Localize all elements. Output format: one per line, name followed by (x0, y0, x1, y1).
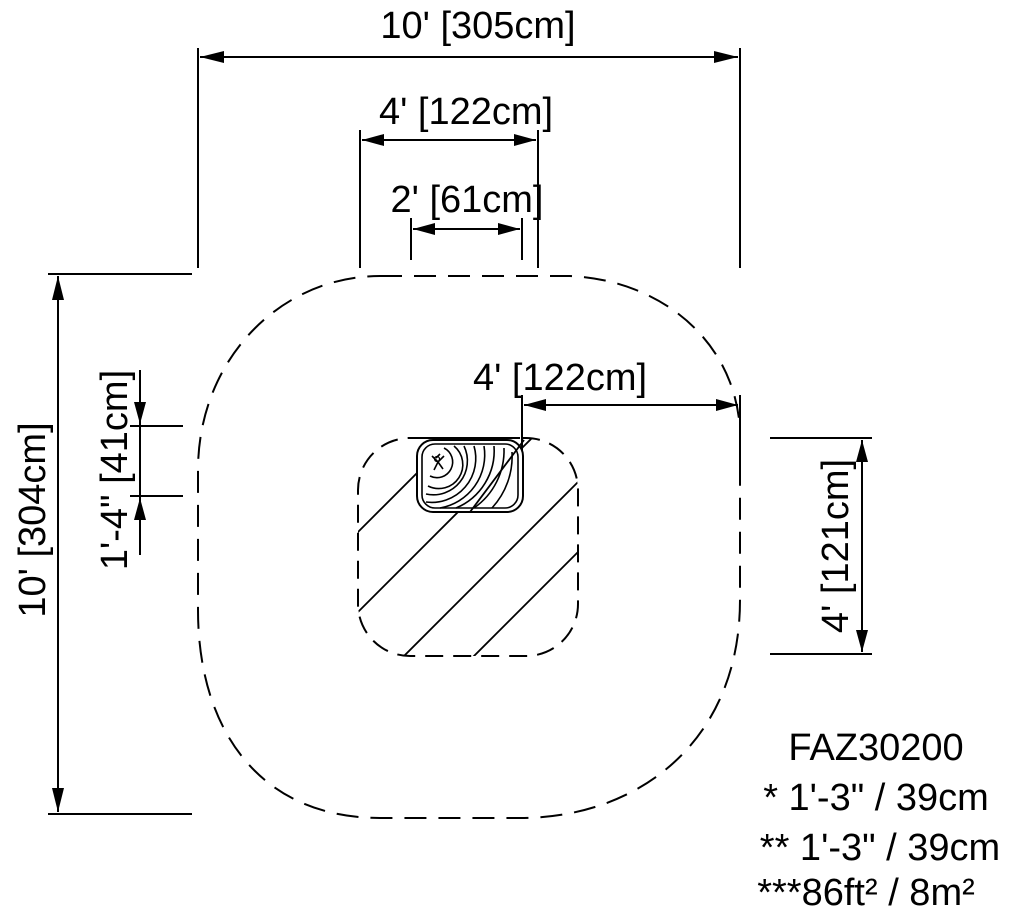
dimension-top-inner-width: 4' [122cm] (359, 91, 553, 268)
spring-rider-seat-icon (415, 437, 525, 513)
equipment-width-label: 2' [61cm] (391, 179, 544, 221)
inner-zone-depth-label: 4' [121cm] (815, 459, 857, 633)
dimension-right-clearance: 4' [122cm] (473, 357, 741, 470)
info-line-1: * 1'-3" / 39cm (763, 777, 989, 819)
info-line-2: ** 1'-3" / 39cm (760, 827, 1000, 869)
right-clearance-label: 4' [122cm] (473, 357, 647, 399)
outer-use-zone-boundary (197, 275, 741, 819)
equipment-depth-label: 1'-4" [41cm] (94, 370, 136, 570)
dimension-overall-depth: 10' [304cm] (12, 273, 192, 815)
dimension-inner-zone-depth: 4' [121cm] (770, 437, 872, 655)
dimension-equipment-width: 2' [61cm] (391, 179, 544, 260)
child-figure-icon (431, 453, 445, 471)
info-line-3: ***86ft² / 8m² (757, 872, 975, 914)
top-inner-width-label: 4' [122cm] (379, 91, 553, 133)
dimension-equipment-depth: 1'-4" [41cm] (94, 370, 183, 570)
overall-depth-label: 10' [304cm] (12, 422, 54, 617)
overall-width-label: 10' [305cm] (380, 5, 575, 47)
info-block: FAZ30200 * 1'-3" / 39cm ** 1'-3" / 39cm … (757, 727, 1000, 914)
model-number: FAZ30200 (788, 727, 963, 769)
dimension-overall-width: 10' [305cm] (197, 5, 741, 268)
